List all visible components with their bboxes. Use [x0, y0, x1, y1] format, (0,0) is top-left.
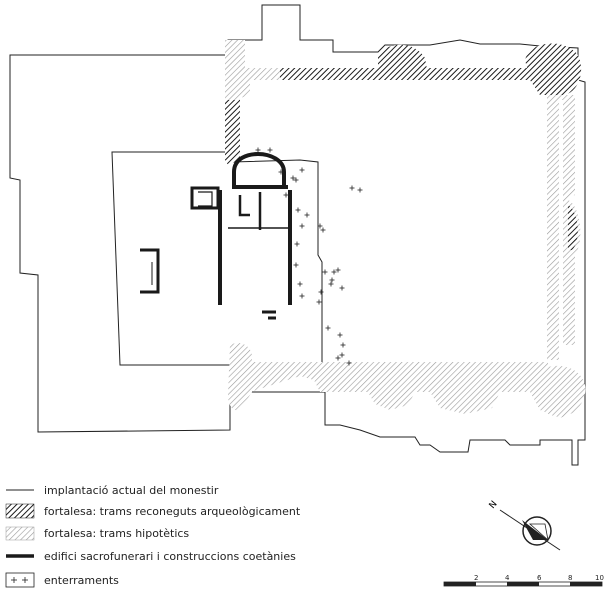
- scale-tick-10: 10: [595, 574, 604, 582]
- legend-label-light: fortalesa: trams hipotètics: [44, 527, 189, 540]
- burial-cross: [325, 325, 331, 331]
- burial-cross: [278, 169, 284, 175]
- fortress-hypothetical-walls: [225, 40, 586, 418]
- burial-cross: [255, 147, 261, 153]
- burial-cross: [283, 192, 289, 198]
- burial-cross: [349, 185, 355, 191]
- legend-swatch-cross: [5, 572, 35, 588]
- burial-cross: [322, 269, 328, 275]
- legend: implantació actual del monestir fortales…: [5, 484, 301, 588]
- burial-cross: [299, 293, 305, 299]
- burial-cross: [340, 342, 346, 348]
- north-arrow-icon: N: [488, 499, 561, 551]
- scale-tick-8: 8: [568, 574, 572, 582]
- north-arrow-label: N: [488, 499, 500, 511]
- scale-tick-4: 4: [505, 574, 510, 582]
- burial-cross: [293, 177, 299, 183]
- burial-cross: [335, 267, 341, 273]
- burial-cross: [346, 360, 352, 366]
- legend-cross-icon: [11, 577, 28, 583]
- burial-cross: [335, 355, 341, 361]
- legend-label-cross: enterraments: [44, 574, 119, 587]
- legend-label-dense: fortalesa: trams reconeguts arqueològica…: [44, 505, 301, 518]
- burial-cross: [267, 147, 273, 153]
- burial-cross: [293, 262, 299, 268]
- burial-cross: [304, 212, 310, 218]
- burial-cross: [299, 223, 305, 229]
- legend-swatch-light: [5, 526, 35, 541]
- scale-tick-6: 6: [537, 574, 542, 582]
- burial-cross: [299, 167, 305, 173]
- legend-label-thick: edifici sacrofunerari i construccions co…: [44, 550, 296, 563]
- burial-cross: [294, 241, 300, 247]
- scale-bar: 2 4 6 8 10: [443, 574, 604, 587]
- scale-tick-2: 2: [474, 574, 478, 582]
- burial-cross: [318, 289, 324, 295]
- sacrofunerary-building: [140, 151, 292, 320]
- burials: [255, 147, 363, 366]
- burial-cross: [316, 299, 322, 305]
- burial-cross: [317, 223, 323, 229]
- burial-cross: [331, 269, 337, 275]
- monastery-outline: [9, 4, 586, 466]
- burial-cross: [357, 187, 363, 193]
- burial-cross: [295, 207, 301, 213]
- legend-swatch-dense: [5, 503, 35, 519]
- burial-cross: [337, 332, 343, 338]
- fortress-recognized-walls: [225, 43, 582, 250]
- burial-cross: [290, 175, 296, 181]
- burial-cross: [329, 277, 335, 283]
- burial-cross: [339, 352, 345, 358]
- legend-label-outline: implantació actual del monestir: [44, 484, 219, 497]
- burial-cross: [328, 281, 334, 287]
- burial-cross: [297, 281, 303, 287]
- burial-cross: [339, 285, 345, 291]
- burial-cross: [320, 227, 326, 233]
